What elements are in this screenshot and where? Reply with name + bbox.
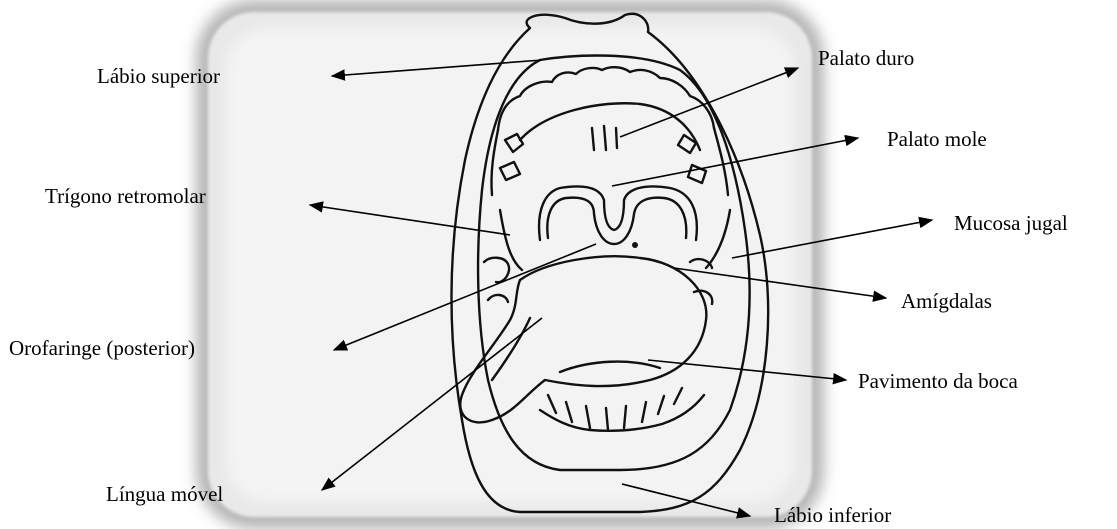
upper-lip-outline <box>451 14 768 512</box>
label-labio-superior: Lábio superior <box>97 64 220 88</box>
label-lingua-movel: Língua móvel <box>106 482 223 506</box>
label-trigono-retromolar: Trígono retromolar <box>45 184 206 208</box>
label-labio-inferior: Lábio inferior <box>774 503 891 527</box>
label-amigdalas: Amígdalas <box>901 289 992 313</box>
label-orofaringe: Orofaringe (posterior) <box>9 336 195 360</box>
upper-teeth <box>498 67 714 130</box>
arrow-orofaringe <box>334 244 596 350</box>
arrow-amigdalas <box>674 268 886 298</box>
hard-palate <box>520 103 700 150</box>
soft-palate-uvula <box>539 187 697 241</box>
label-mucosa-jugal: Mucosa jugal <box>954 211 1068 235</box>
label-palato-duro: Palato duro <box>818 46 914 70</box>
lower-teeth <box>540 395 704 431</box>
arrow-labio-superior <box>332 60 542 76</box>
arrow-pavimento <box>648 360 846 380</box>
label-palato-mole: Palato mole <box>887 127 987 151</box>
arrow-lingua <box>322 318 542 490</box>
arrow-palato-duro <box>620 68 798 137</box>
label-pavimento-boca: Pavimento da boca <box>858 369 1018 393</box>
